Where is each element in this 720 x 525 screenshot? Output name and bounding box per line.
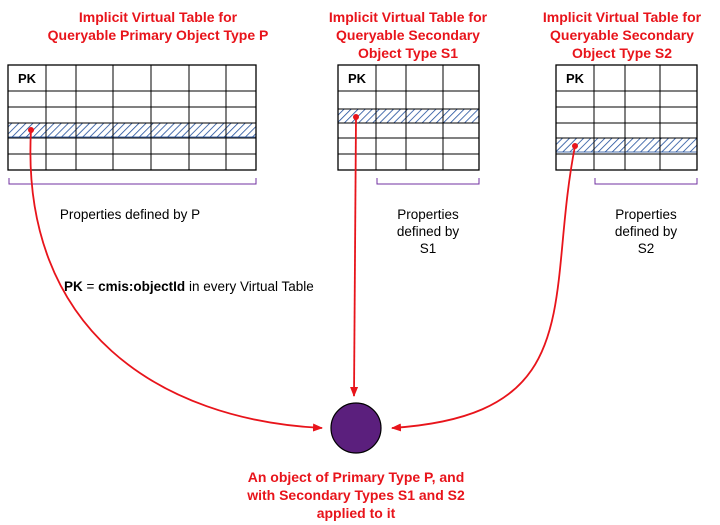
table-p-properties-label: Properties defined by P — [59, 207, 201, 222]
arrow-s2 — [391, 145, 576, 432]
pk-note-equals: = — [82, 279, 99, 294]
pk-note-field: cmis:objectId — [98, 279, 186, 294]
arrow-p — [29, 129, 323, 432]
table-p-brace — [8, 178, 257, 185]
table-s1-brace — [376, 178, 480, 185]
reference-arrows — [28, 114, 578, 432]
table-p: PK — [7, 64, 257, 185]
table-p-title: Implicit Virtual Table for Queryable Pri… — [47, 9, 269, 43]
pk-note: PK = cmis:objectId in every Virtual Tabl… — [64, 278, 314, 295]
table-p-highlight-row — [7, 122, 257, 138]
table-s2-properties-label: Properties defined by S2 — [614, 207, 678, 256]
table-s1-properties-label: Properties defined by S1 — [396, 207, 460, 256]
table-p-border — [7, 64, 257, 171]
table-p-pk-header: PK — [18, 71, 37, 86]
table-s2-brace — [594, 178, 698, 185]
pk-note-rest: in every Virtual Table — [185, 279, 314, 294]
object-caption: An object of Primary Type P, and with Se… — [247, 469, 465, 521]
arrow-s1 — [350, 116, 359, 397]
table-s2-border — [555, 64, 698, 171]
table-s1-title: Implicit Virtual Table for Queryable Sec… — [328, 9, 488, 61]
table-s1: PK — [337, 64, 480, 185]
table-s2-title: Implicit Virtual Table for Queryable Sec… — [542, 9, 702, 61]
table-s1-border — [337, 64, 480, 171]
table-s2: PK — [555, 64, 698, 185]
object-circle — [330, 402, 382, 454]
table-s1-pk-header: PK — [348, 71, 367, 86]
table-s1-highlight-row — [337, 108, 480, 124]
table-s2-pk-header: PK — [566, 71, 585, 86]
pk-note-pk: PK — [64, 279, 83, 294]
